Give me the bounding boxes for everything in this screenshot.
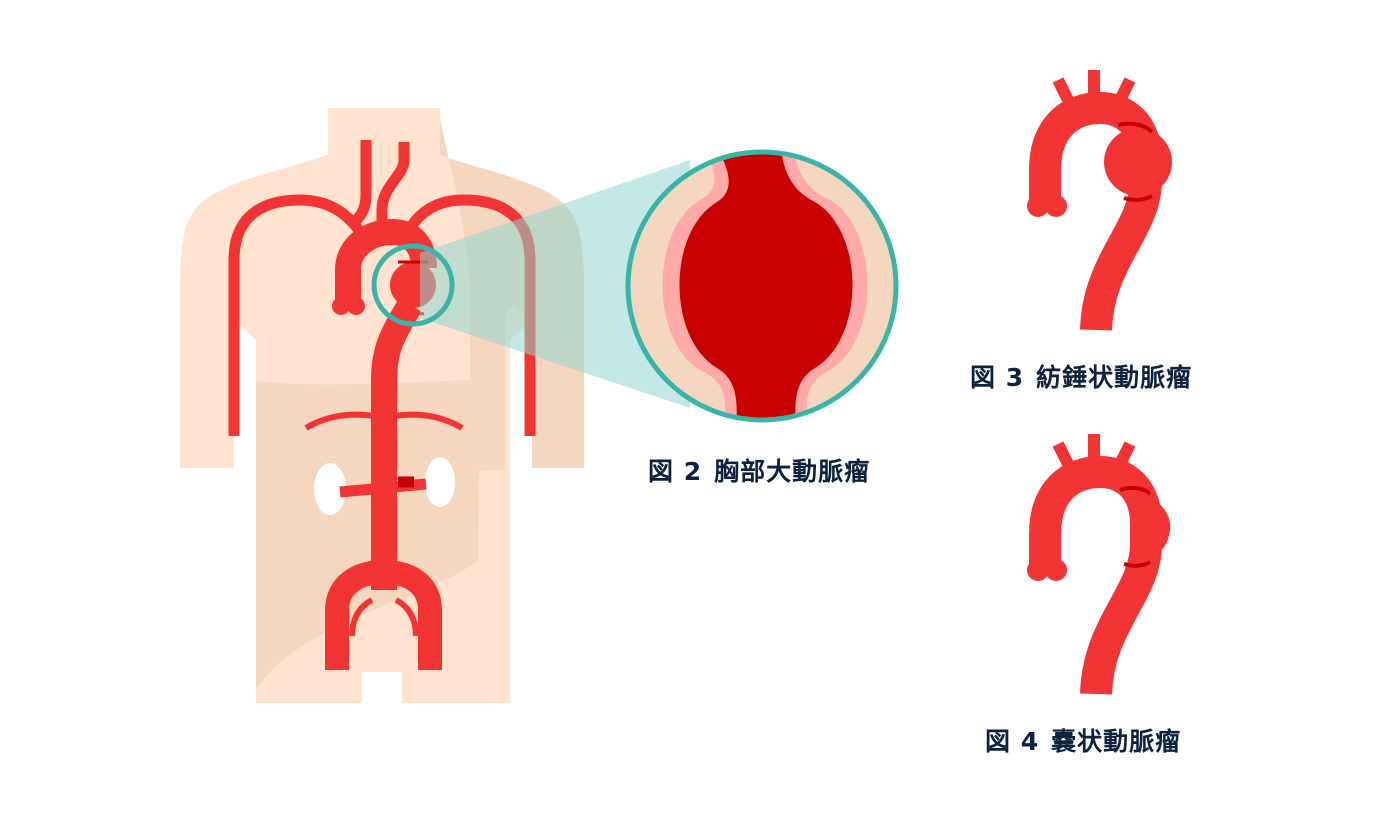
carotid-artery-right [376,142,410,232]
fig4-saccular-pouch [1130,492,1171,562]
figure-4-number: 図 4 [985,727,1040,756]
aneurysm-highlight-ring [371,243,455,327]
fig4-aorta [1029,455,1162,696]
figure-3-title: 紡錘状動脈瘤 [1036,363,1193,392]
kidney-right [425,457,455,507]
fig4-root-left [1027,559,1049,581]
figure-4-title: 嚢状動脈瘤 [1051,727,1182,756]
subclavian-artery-left [228,194,365,436]
fig4-band-bottom [1123,560,1152,568]
magnified-aneurysm [628,152,896,420]
fig3-root-left [1027,195,1049,217]
figure-4-caption: 図 4 嚢状動脈瘤 [985,722,1181,758]
kidney-left [314,463,346,515]
internal-iliac-right [394,597,419,637]
figure-2-caption: 図 2 胸部大動脈瘤 [648,452,870,488]
magnified-view-ring [625,149,899,423]
figure-3-number: 図 3 [970,363,1025,392]
diaphragm-line [304,411,464,431]
torso-figure [180,108,584,703]
descending-aorta [371,298,422,590]
iliac-bifurcation [325,559,442,670]
figure-3-caption: 図 3 紡錘状動脈瘤 [970,358,1192,394]
figure-2-title: 胸部大動脈瘤 [714,457,871,486]
aortic-root-left [332,297,350,315]
figure-2-number: 図 2 [648,457,703,486]
saccular-aneurysm-figure [1027,434,1171,696]
fig3-band-bottom [1123,194,1153,202]
fig3-fusiform-bulge [1104,128,1172,196]
zoom-beam [420,160,690,408]
internal-iliac-left [349,597,374,637]
vessel-lumen [679,152,853,420]
torso-shadow-lower [256,380,480,690]
fig3-band-top [1117,121,1154,134]
fig4-band-top [1119,485,1152,496]
fusiform-aneurysm-figure [1027,70,1172,332]
fig3-root-right [1045,195,1067,217]
aortic-root-right [347,297,365,315]
fig4-root-right [1045,559,1067,581]
